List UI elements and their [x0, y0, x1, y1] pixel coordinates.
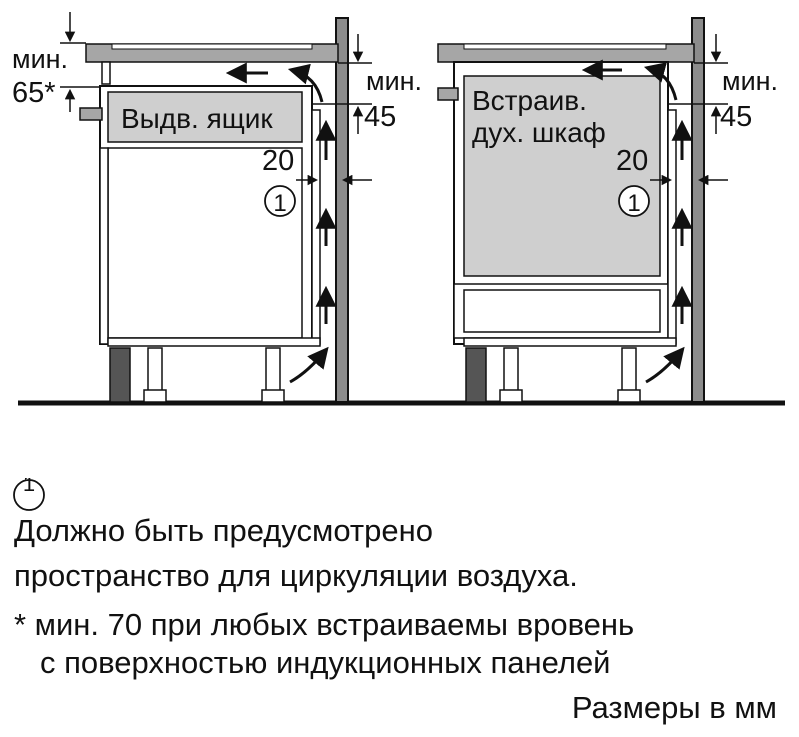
left-drawer [107, 91, 303, 143]
left-callout-circle [264, 185, 296, 217]
right-oven-label-line2: дух. шкаф [472, 117, 606, 148]
left-side-gap-value: 45 [364, 101, 396, 133]
right-unit: Встраив. дух. шкаф мин. 45 20 1 [437, 17, 778, 403]
left-wall [335, 17, 349, 403]
left-cooktop-glass [111, 43, 313, 50]
left-top-gap-value: 65* [12, 77, 56, 109]
legend-line-2: пространство для циркуляции воздуха. [14, 558, 578, 593]
left-unit: мин. 65* Выдв. ящик мин. 45 20 1 [12, 12, 422, 403]
right-wall [691, 17, 705, 403]
legend-line-1: Должно быть предусмотрено [14, 513, 433, 548]
left-plinth [109, 347, 131, 403]
legend-line-4: с поверхностью индукционных панелей [40, 645, 611, 680]
right-side-min-label: мин. [722, 66, 778, 96]
right-callout-circle [618, 185, 650, 217]
units-note: Размеры в мм [571, 690, 777, 725]
right-plinth [465, 347, 487, 403]
right-cooktop-glass [463, 43, 667, 50]
left-top-min-label: мин. [12, 44, 68, 74]
legend-line-3: * мин. 70 при любых встраиваемы вровень [14, 607, 635, 642]
right-oven-label-line1: Встраив. [472, 85, 587, 116]
installation-diagram: мин. 65* Выдв. ящик мин. 45 20 1 [12, 12, 785, 406]
left-callout-number: 1 [273, 190, 286, 217]
left-drawer-label: Выдв. ящик [121, 103, 273, 134]
right-callout-number: 1 [627, 190, 640, 217]
legend-callout-number: 1 [23, 478, 35, 496]
right-side-gap-value: 45 [720, 101, 752, 133]
right-back-gap-value: 20 [616, 145, 648, 177]
left-side-min-label: мин. [366, 66, 422, 96]
legend-callout-circle: 1 [13, 478, 45, 511]
left-back-gap-value: 20 [262, 145, 294, 177]
right-oven [463, 75, 661, 277]
